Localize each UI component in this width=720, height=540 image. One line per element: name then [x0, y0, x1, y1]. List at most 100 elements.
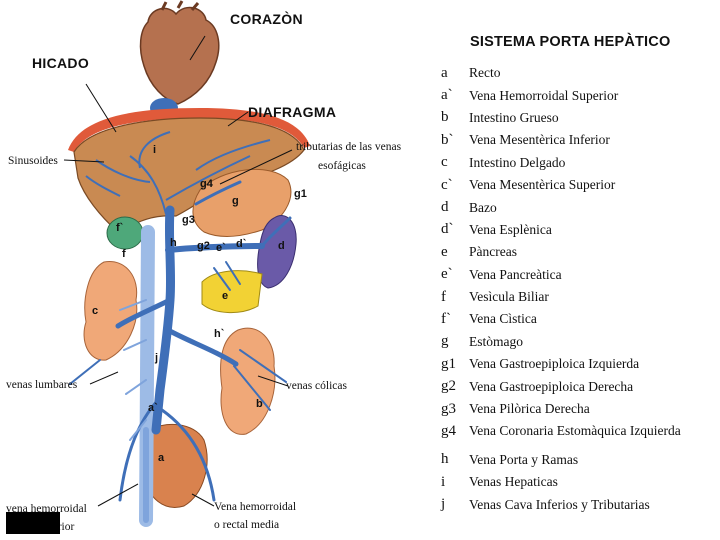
legend-item: f` Vena Cìstica — [441, 308, 720, 330]
legend-item-name: Vena Hemorroidal Superior — [469, 87, 619, 103]
legend-item-name: Vena Porta y Ramas — [469, 451, 579, 467]
marker-g1: g1 — [294, 188, 307, 200]
marker-f-prime: f` — [116, 222, 124, 234]
pointer-lines — [63, 35, 293, 507]
marker-f: f — [122, 248, 126, 260]
legend-item-code: a — [441, 64, 448, 81]
legend-item-code: e` — [441, 266, 453, 283]
legend-item-name: Intestino Grueso — [469, 109, 559, 125]
legend-item: b` Vena Mesentèrica Inferior — [441, 129, 720, 151]
legend-item: a Recto — [441, 62, 720, 84]
legend-item: h Vena Porta y Ramas — [441, 449, 720, 471]
label-tributarias-line2: esofágicas — [318, 160, 366, 172]
legend-item-code: c` — [441, 176, 453, 193]
spleen-shape — [257, 215, 297, 289]
liver-sinusoid-veins — [85, 131, 271, 215]
legend-item-code: d` — [441, 221, 454, 238]
legend-item: g1 Vena Gastroepiploica Izquierda — [441, 353, 720, 375]
label-corazon: CORAZÒN — [230, 11, 303, 27]
legend-item: j Venas Cava Inferios y Tributarias — [441, 493, 720, 515]
legend-item-code: g — [441, 333, 449, 350]
anatomy-illustration — [63, 0, 310, 527]
legend-item-code: g1 — [441, 355, 456, 372]
marker-h: h — [170, 237, 177, 249]
legend-item-code: g4 — [441, 422, 456, 439]
legend-item: b Intestino Grueso — [441, 107, 720, 129]
pancreas-shape — [201, 270, 263, 313]
marker-a: a — [158, 452, 165, 464]
marker-e-prime: e` — [216, 242, 226, 254]
legend-item-name: Recto — [469, 65, 501, 81]
marker-d-prime: d` — [236, 238, 247, 250]
label-venas-lumbares: venas lumbares — [6, 379, 78, 391]
legend-item-code: f` — [441, 310, 451, 327]
legend-item-name: Pàncreas — [469, 244, 517, 260]
legend-item-code: g3 — [441, 400, 456, 417]
label-diafragma: DIAFRAGMA — [248, 104, 337, 120]
label-tributarias-line1: tributarias de las venas — [296, 141, 402, 153]
legend-item-code: h — [441, 451, 449, 468]
legend-item-name: Vena Mesentèrica Superior — [469, 177, 616, 193]
legend-item-code: b — [441, 109, 449, 126]
legend-item-code: e — [441, 243, 448, 260]
legend-item-code: j — [441, 496, 446, 513]
legend-item-name: Vena Cìstica — [469, 311, 537, 327]
redaction-box — [6, 512, 60, 534]
legend-item: a` Vena Hemorroidal Superior — [441, 84, 720, 106]
marker-j: j — [155, 352, 159, 364]
heart-aorta — [160, 0, 200, 11]
legend-item-code: c — [441, 154, 448, 171]
legend-item: e Pàncreas — [441, 241, 720, 263]
legend-item-name: Venas Hepaticas — [469, 474, 558, 490]
legend-item-code: b` — [441, 131, 454, 148]
marker-e: e — [222, 290, 229, 302]
legend-item: g4 Vena Coronaria Estomàquica Izquierda — [441, 420, 720, 442]
marker-i: i — [153, 144, 157, 156]
legend-item-name: Vena Gastroepiploica Derecha — [469, 378, 634, 394]
legend-item-name: Vena Esplènica — [469, 221, 552, 237]
legend-item: g3 Vena Pilòrica Derecha — [441, 398, 720, 420]
legend-item-name: Vena Mesentèrica Inferior — [469, 132, 610, 148]
marker-g4: g4 — [200, 178, 213, 190]
diaphragm-shape — [68, 108, 310, 152]
legend-item-code: g2 — [441, 378, 456, 395]
legend-item-name: Vena Pilòrica Derecha — [469, 401, 590, 417]
marker-d: d — [278, 240, 285, 252]
legend-item-code: a` — [441, 87, 453, 104]
legend-item-name: Vena Gastroepiploica Izquierda — [469, 356, 640, 372]
small-intestine-shape — [83, 261, 138, 361]
legend-item-name: Venas Cava Inferios y Tributarias — [469, 496, 650, 512]
marker-b: b — [256, 398, 263, 410]
legend-item-name: Estòmago — [469, 333, 523, 349]
marker-c: c — [92, 305, 99, 317]
legend-item-name: Vena Coronaria Estomàquica Izquierda — [469, 423, 681, 439]
marker-h-prime: h` — [214, 328, 225, 340]
marker-g: g — [232, 195, 239, 207]
gallbladder-shape — [106, 216, 144, 250]
legend-item: e` Vena Pancreàtica — [441, 264, 720, 286]
marker-a-prime: a` — [148, 402, 158, 414]
label-vena-hemorroidal-right-line1: Vena hemorroidal — [214, 501, 297, 513]
label-venas-colicas: venas cólicas — [286, 380, 347, 392]
marker-g3: g3 — [182, 214, 195, 226]
legend-item: c` Vena Mesentèrica Superior — [441, 174, 720, 196]
legend-item: i Venas Hepaticas — [441, 471, 720, 493]
legend-item-name: Bazo — [469, 199, 497, 215]
legend-item: c Intestino Delgado — [441, 152, 720, 174]
marker-g2: g2 — [197, 240, 210, 252]
legend-item-name: Vena Pancreàtica — [469, 266, 562, 282]
legend-title: SISTEMA PORTA HEPÀTICO — [470, 34, 671, 50]
heart-shape — [139, 6, 220, 105]
legend-item: g Estòmago — [441, 331, 720, 353]
vein-network — [69, 180, 292, 527]
legend-item-code: i — [441, 473, 446, 490]
label-higado: HICADO — [32, 55, 90, 71]
label-vena-hemorroidal-right-line2: o rectal media — [214, 519, 280, 531]
legend-item-name: Intestino Delgado — [469, 154, 566, 170]
legend-item-name: Vesìcula Biliar — [469, 289, 549, 305]
legend-item: f Vesìcula Biliar — [441, 286, 720, 308]
legend-item-code: f — [441, 288, 446, 305]
